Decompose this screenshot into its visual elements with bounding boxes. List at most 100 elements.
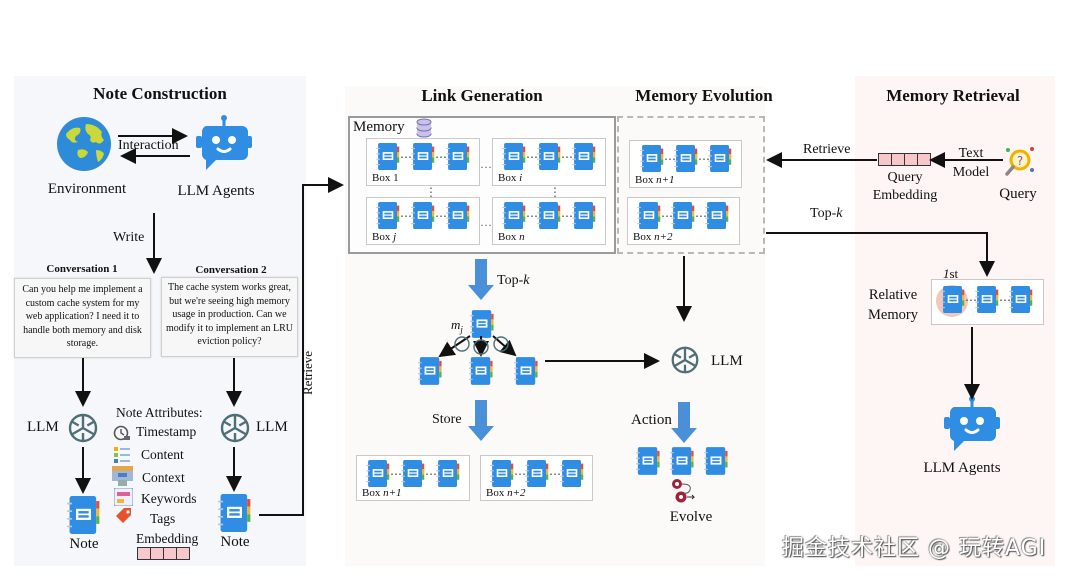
llm-icon [217, 410, 253, 446]
note-icon [469, 357, 493, 385]
evolution-memory-frame [617, 116, 765, 254]
robot-agent-icon [196, 114, 252, 172]
note-icon [67, 496, 100, 534]
tag-icon [114, 506, 134, 526]
link-dots: ⋯ [561, 209, 573, 223]
note-icon [436, 460, 460, 487]
embedding-vector-icon [137, 547, 190, 560]
note-icon [572, 202, 596, 229]
note-icon [671, 202, 695, 229]
note-icon [470, 310, 494, 338]
link-dots: ⋯ [561, 150, 573, 164]
note-icon [640, 145, 664, 172]
note-icon [674, 145, 698, 172]
box-caption: Box n+1 [635, 174, 675, 186]
robot-agent-icon [944, 395, 1000, 453]
conversation-1-title: Conversation 1 [46, 263, 118, 275]
llm-agents-label: LLM Agents [177, 183, 255, 199]
box-caption: Box n+2 [486, 487, 526, 499]
attr-timestamp: Timestamp [136, 424, 197, 439]
attr-tags: Tags [150, 511, 176, 526]
llm-label-1: LLM [27, 419, 59, 435]
title-memory-evolution: Memory Evolution [635, 86, 773, 105]
note-icon [537, 202, 561, 229]
note-icon [376, 202, 400, 229]
timestamp-icon [113, 425, 131, 441]
llm-icon [668, 343, 702, 377]
link-dots: ⋯ [664, 152, 676, 166]
evolve-label: Evolve [669, 509, 713, 525]
box-caption: Box i [498, 172, 523, 184]
attr-context: Context [142, 470, 185, 485]
link-dots: ⋯ [435, 209, 447, 223]
note-icon [637, 202, 661, 229]
note-icon [446, 202, 470, 229]
note-icon [537, 143, 561, 170]
note-icon [975, 286, 999, 313]
title-memory-retrieval: Memory Retrieval [886, 86, 1020, 105]
llm-icon [65, 410, 101, 446]
note-icon [376, 143, 400, 170]
box-caption: Box n+1 [362, 487, 402, 499]
link-dots: ⋯ [400, 150, 412, 164]
link-dots: ⋯ [435, 150, 447, 164]
write-label: Write [113, 230, 145, 245]
interaction-label: Interaction [118, 138, 179, 153]
context-icon [112, 466, 133, 486]
link-dots: ⋯ [400, 209, 412, 223]
note-icon [502, 202, 526, 229]
conversation-2-bubble: The cache system works great, but we're … [161, 277, 298, 357]
llm-agents-label-retrieval: LLM Agents [923, 460, 1001, 476]
link-dots: ⋯ [390, 467, 402, 481]
database-icon [416, 118, 432, 138]
link-dots: ⋯ [514, 467, 526, 481]
attr-keywords: Keywords [141, 491, 197, 506]
note-icon [502, 143, 526, 170]
box-caption: Box n+2 [633, 231, 673, 243]
note-icon [704, 447, 728, 475]
note-icon [446, 143, 470, 170]
note-icon [366, 460, 390, 487]
title-link-generation: Link Generation [421, 86, 543, 105]
note-icon [490, 460, 514, 487]
memory-label: Memory [353, 119, 405, 135]
note-label-2: Note [220, 534, 250, 550]
retrieve-label: Retrieve [803, 142, 851, 157]
title-note-construction: Note Construction [93, 84, 227, 103]
store-label: Store [432, 412, 462, 427]
box-caption: Box n [498, 231, 525, 243]
conversation-1-bubble: Can you help me implement a custom cache… [14, 278, 151, 358]
note-icon [411, 202, 435, 229]
note-icon [418, 357, 442, 385]
note-icon [941, 286, 965, 313]
link-dots: ⋯ [999, 293, 1011, 307]
note-label-1: Note [69, 536, 99, 552]
note-icon [560, 460, 584, 487]
globe-icon [56, 116, 112, 172]
retrieve-vertical-label: Retrieve [300, 350, 315, 395]
note-icon [670, 447, 694, 475]
note-icon [636, 447, 660, 475]
llm-label-2: LLM [256, 419, 288, 435]
query-label: Query [999, 186, 1037, 202]
note-attributes-title: Note Attributes: [116, 405, 203, 420]
conversation-2-title: Conversation 2 [195, 264, 267, 276]
link-dots: ⋯ [526, 150, 538, 164]
attr-content: Content [141, 447, 184, 462]
link-dots: ⋯ [425, 467, 437, 481]
note-icon [1009, 286, 1033, 313]
query-embedding-vector [878, 153, 931, 166]
link-dots: ⋯ [549, 467, 561, 481]
note-icon [572, 143, 596, 170]
link-dots: ⋯ [965, 293, 977, 307]
link-dots: ⋯ [526, 209, 538, 223]
action-label: Action [631, 412, 672, 428]
watermark: 掘金技术社区 @ 玩转AGI [782, 536, 1047, 561]
note-icon [514, 357, 538, 385]
note-icon [708, 145, 732, 172]
box-caption: Box j [372, 231, 397, 243]
note-icon [401, 460, 425, 487]
